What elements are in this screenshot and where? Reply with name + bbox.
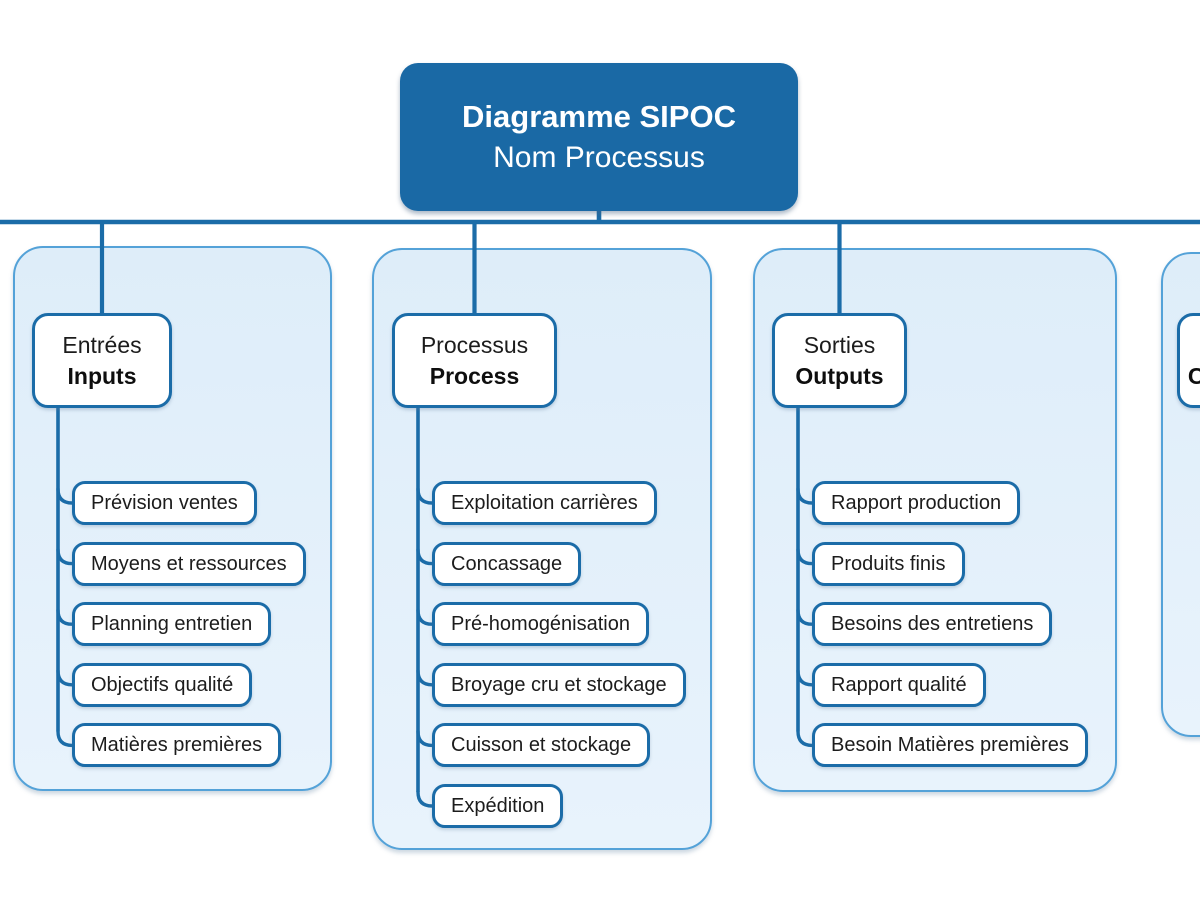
column-header-label-en: Process (429, 362, 520, 389)
item-node: Exploitation carrières (432, 481, 657, 525)
item-node: Pré-homogénisation (432, 602, 649, 647)
item-node: Planning entretien (72, 602, 272, 647)
item-node: Cuisson et stockage (432, 723, 651, 768)
item-node: Besoins des entretiens (812, 602, 1053, 647)
column-header-label-fr: Entrées (62, 332, 142, 359)
item-node: Matières premières (72, 723, 282, 768)
item-node: Besoin Matières premières (812, 723, 1088, 768)
column-header-label-fr: Processus (420, 332, 529, 359)
item-node: Rapport production (812, 481, 1021, 525)
column-header-label-fr: Sorties (803, 332, 876, 359)
item-node: Prévision ventes (72, 481, 257, 525)
column-header-clients-customers: ClientsCustomers (1177, 313, 1200, 408)
item-node: Expédition (432, 784, 564, 828)
item-node: Broyage cru et stockage (432, 662, 686, 707)
item-node: Objectifs qualité (72, 662, 253, 707)
item-node: Produits finis (812, 541, 965, 586)
item-node: Moyens et ressources (72, 541, 306, 586)
item-node: Rapport qualité (812, 662, 986, 707)
item-node: Concassage (432, 541, 582, 586)
process-name: Nom Processus (493, 141, 705, 175)
process-title-node: Diagramme SIPOC Nom Processus (400, 63, 798, 211)
column-header-label-en: Customers (1187, 362, 1200, 389)
column-header-label-en: Outputs (795, 362, 884, 389)
diagram-title: Diagramme SIPOC (462, 98, 736, 134)
column-header-label-en: Inputs (67, 362, 137, 389)
